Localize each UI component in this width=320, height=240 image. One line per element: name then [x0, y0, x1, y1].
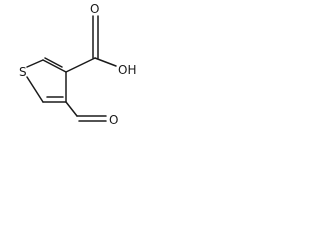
- molecule-structure: S OH O O: [19, 2, 136, 127]
- bond-carboxyl-c-oh: [94, 57, 117, 67]
- aldehyde-oxygen-label: O: [109, 113, 118, 127]
- hydroxyl-label: OH: [118, 63, 136, 77]
- bond-c2-c3-inner: [44, 57, 63, 68]
- sulfur-atom-label: S: [19, 65, 27, 79]
- bond-c3-carboxyl-carbon: [65, 57, 96, 73]
- bond-c2-s: [26, 59, 44, 68]
- bond-c3-c2: [42, 59, 67, 73]
- bond-s-c5: [26, 76, 44, 103]
- carboxyl-oxygen-label: O: [90, 2, 99, 16]
- bond-c4-aldehyde-carbon: [65, 101, 78, 117]
